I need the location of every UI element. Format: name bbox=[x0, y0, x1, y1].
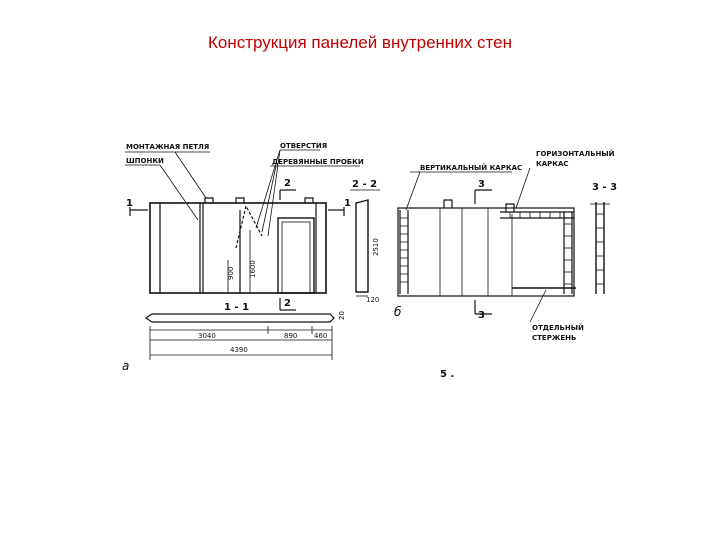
section-3-3 bbox=[590, 202, 610, 294]
label-opening: ОТВЕРСТИЯ bbox=[280, 142, 327, 150]
dim-900: 900 bbox=[227, 267, 235, 280]
section-mark-1-right: 1 bbox=[344, 198, 351, 209]
dim-4390: 4390 bbox=[230, 346, 248, 354]
section-title-1-1: 1 - 1 bbox=[224, 302, 249, 313]
section-mark-1-left: 1 bbox=[126, 198, 133, 209]
section-mark-2-bottom: 2 bbox=[284, 298, 291, 309]
section-title-2-2: 2 - 2 bbox=[352, 179, 377, 190]
dim-460: 460 bbox=[314, 332, 327, 340]
dim-20: 20 bbox=[338, 311, 346, 320]
figure-label-a: а bbox=[122, 359, 129, 373]
reinforcement-cage bbox=[397, 167, 576, 323]
section-2-2 bbox=[350, 189, 380, 297]
panel-elevation bbox=[125, 149, 360, 311]
label-separate-rod-1: ОТДЕЛЬНЫЙ bbox=[532, 323, 584, 332]
section-mark-3-top: 3 bbox=[478, 179, 485, 190]
label-keys: ШПОНКИ bbox=[126, 157, 164, 165]
dim-2510: 2510 bbox=[372, 238, 380, 256]
dim-890: 890 bbox=[284, 332, 297, 340]
section-mark-3-bottom: 3 bbox=[478, 310, 485, 321]
section-mark-2-top: 2 bbox=[284, 178, 291, 189]
figure-label-b: б bbox=[394, 305, 402, 319]
page-title: Конструкция панелей внутренних стен bbox=[208, 33, 512, 52]
dim-120: 120 bbox=[366, 296, 379, 304]
label-mounting-loop: МОНТАЖНАЯ ПЕТЛЯ bbox=[126, 143, 209, 151]
label-horizontal-frame-1: ГОРИЗОНТАЛЬНЫЙ bbox=[536, 149, 615, 158]
label-horizontal-frame-2: КАРКАС bbox=[536, 160, 569, 168]
label-separate-rod-2: СТЕРЖЕНЬ bbox=[532, 334, 576, 342]
dim-3040: 3040 bbox=[198, 332, 216, 340]
section-1-1 bbox=[144, 313, 335, 360]
figure-number: 5 . bbox=[440, 369, 454, 380]
dim-1600: 1600 bbox=[249, 260, 257, 278]
section-title-3-3: 3 - 3 bbox=[592, 182, 617, 193]
label-wooden-plugs: ДЕРЕВЯННЫЕ ПРОБКИ bbox=[272, 158, 364, 166]
label-vertical-frame: ВЕРТИКАЛЬНЫЙ КАРКАС bbox=[420, 163, 522, 172]
